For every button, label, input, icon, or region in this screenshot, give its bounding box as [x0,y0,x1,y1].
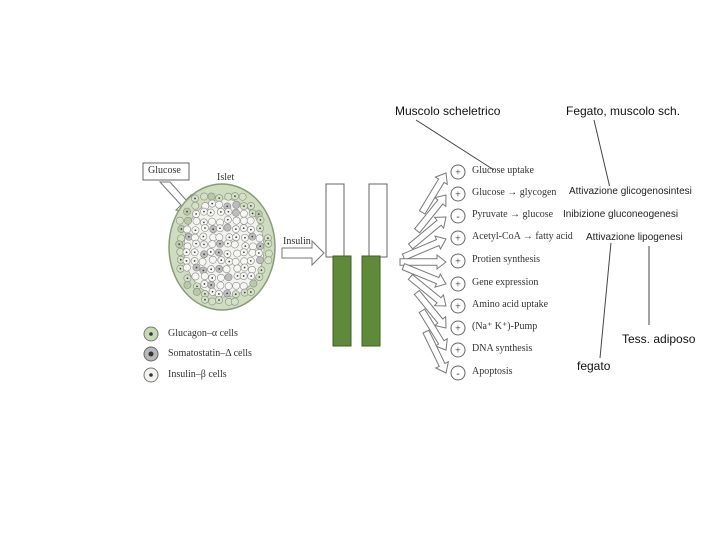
effect-sign: + [455,234,461,245]
glucagon-cell-icon [144,327,158,341]
legend-glucagon: Glucagon–α cells [168,328,238,339]
note-liver: fegato [577,359,610,373]
effect-sign: - [456,369,459,380]
effect-label: Amino acid uptake [472,299,548,310]
effect-sign: - [456,212,459,223]
note-gluconeogenesis: Inibizione gluconeogenesi [563,209,678,220]
effect-label: Glucose uptake [472,165,534,176]
effect-label: Acetyl-CoA → fatty acid [472,231,573,242]
note-glycogenesis: Attivazione glicogenosintesi [569,186,692,197]
legend-somatostatin: Somatostatin–Δ cells [168,348,252,359]
legend-insulin: Insulin–β cells [168,369,227,380]
effect-sign: + [455,302,461,313]
somatostatin-cell-icon [144,347,158,361]
insulin-label: Insulin [283,236,311,247]
receptor-bars [326,184,387,346]
effect-label: Protien synthesis [472,254,540,265]
note-lipogenesis: Attivazione lipogenesi [586,232,683,243]
glucose-label: Glucose [148,165,181,176]
signal-arrows [400,173,448,373]
leader-liver [600,232,612,358]
effect-label: Apoptosis [472,366,513,377]
effect-sign: + [455,280,461,291]
effect-label: Glucose → glycogen [472,187,556,198]
effect-sign: + [455,324,461,335]
effect-label: (Na⁺ K⁺)-Pump [472,321,537,332]
insulin-cell-icon [144,368,158,382]
effect-label: DNA synthesis [472,343,532,354]
leader-liver-muscle [594,120,610,188]
effect-label: Gene expression [472,277,538,288]
islet-illustration [169,184,275,310]
effect-sign: + [455,346,461,357]
effect-sign: + [455,190,461,201]
note-adipose: Tess. adiposo [622,332,695,346]
leader-skeletal-muscle [416,120,494,170]
effect-sign: + [455,168,461,179]
islet-label: Islet [217,172,234,183]
effect-label: Pyruvate → glucose [472,209,553,220]
legend-icons [144,327,158,382]
effect-sign: + [455,257,461,268]
